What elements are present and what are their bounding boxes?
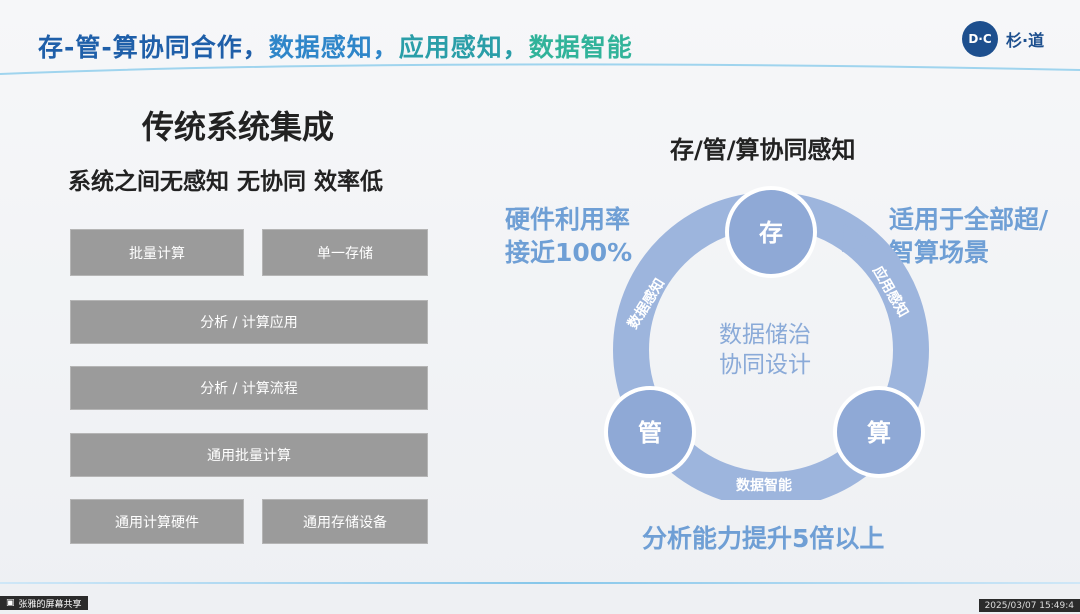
title-part-1: 存-管-算协同合作， (38, 33, 269, 62)
node-manage-label: 管 (638, 419, 662, 447)
slide-title: 存-管-算协同合作，数据感知，应用感知，数据智能 (38, 28, 633, 64)
note-hardware-utilization: 硬件利用率 接近100% (505, 203, 632, 269)
screen-share-label: 张雅的屏幕共享 (18, 599, 82, 610)
center-line-1: 数据储治 (719, 322, 811, 348)
traditional-integration-subtitle: 系统之间无感知 无协同 效率低 (68, 169, 384, 195)
header-underline (0, 63, 1080, 75)
box-analysis-flow: 分析 / 计算流程 (70, 366, 428, 410)
arc-label-data-intelligence: 数据智能 (736, 477, 792, 494)
box-general-hardware: 通用计算硬件 (70, 499, 244, 544)
traditional-integration-title: 传统系统集成 (142, 108, 335, 146)
node-store-label: 存 (759, 219, 783, 247)
box-general-batch: 通用批量计算 (70, 433, 428, 477)
title-part-2: 数据感知， (268, 33, 399, 62)
bottom-divider (0, 582, 1080, 584)
logo-mark-icon: D·C (962, 21, 998, 57)
title-part-3: 应用感知， (398, 33, 529, 62)
title-part-4: 数据智能 (528, 33, 633, 62)
node-compute-label: 算 (867, 419, 891, 447)
box-batch-compute: 批量计算 (70, 229, 244, 276)
diagram-center-text: 数据储治 协同设计 (700, 320, 830, 380)
logo-text: 杉·道 (1006, 31, 1045, 50)
center-line-2: 协同设计 (719, 352, 811, 378)
note-right-line-1: 适用于全部超/ (889, 205, 1049, 234)
screen-share-indicator[interactable]: ▣ 张雅的屏幕共享 (0, 596, 88, 610)
arrow-right-icon (842, 224, 874, 252)
note-right-line-2: 智算场景 (889, 238, 990, 267)
node-store: 存 (725, 186, 817, 278)
timestamp-display: 2025/03/07 15:49:4 (978, 599, 1080, 612)
collaboration-title: 存/管/算协同感知 (670, 136, 856, 164)
note-analysis-capability: 分析能力提升5倍以上 (642, 524, 885, 553)
collaboration-cycle-diagram: 数据感知 应用感知 数据智能 存 管 算 (604, 186, 929, 500)
company-logo: D·C 杉·道 (962, 21, 1045, 57)
note-left-line-1: 硬件利用率 (505, 205, 631, 234)
box-single-storage: 单一存储 (262, 229, 428, 276)
box-general-storage: 通用存储设备 (262, 499, 428, 544)
note-scenarios: 适用于全部超/ 智算场景 (889, 203, 1048, 269)
screen-share-icon: ▣ (6, 598, 15, 608)
node-compute: 算 (833, 386, 925, 478)
note-left-line-2: 接近100% (505, 238, 633, 267)
node-manage: 管 (604, 386, 696, 478)
box-analysis-app: 分析 / 计算应用 (70, 300, 428, 344)
